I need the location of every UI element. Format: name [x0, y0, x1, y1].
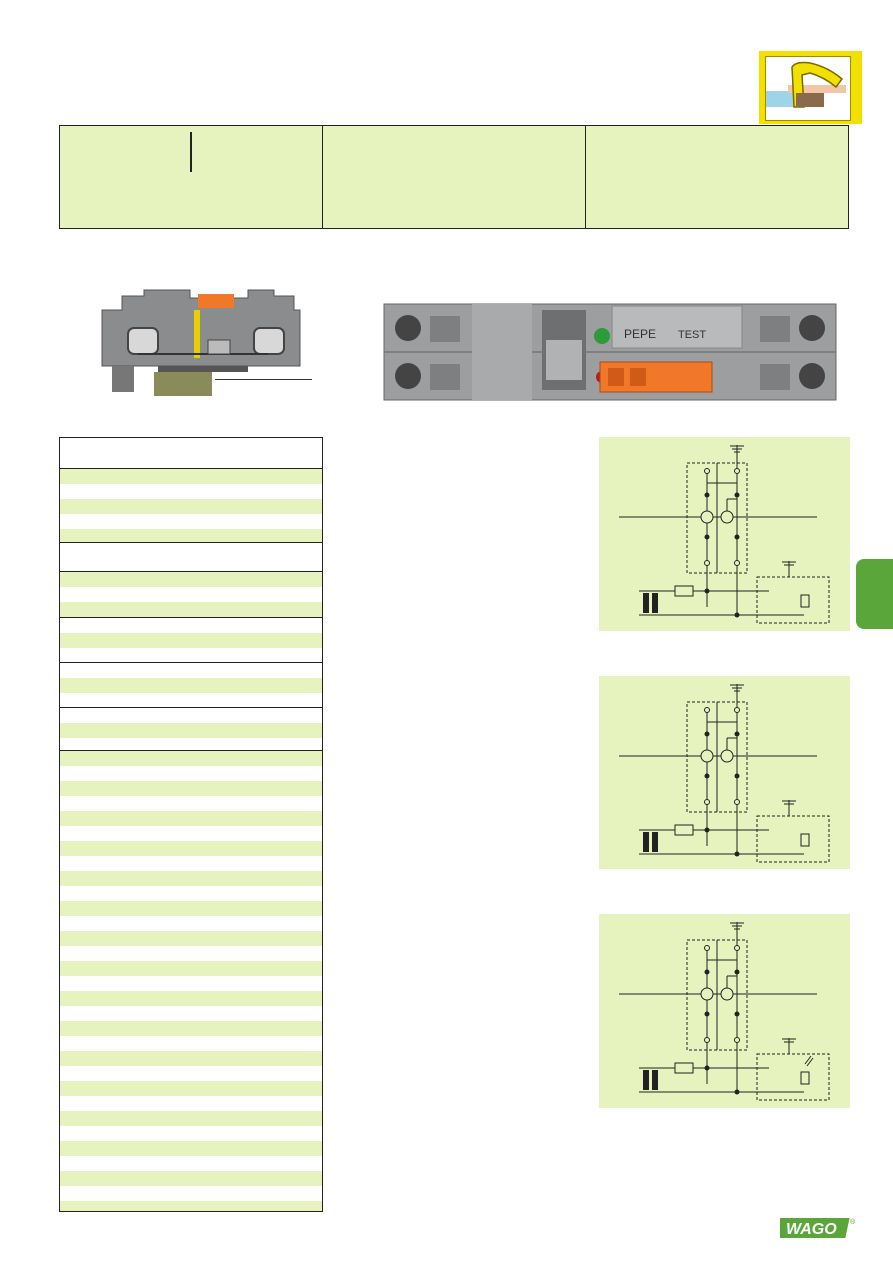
table-row [60, 1171, 322, 1186]
header-cell-3 [586, 126, 848, 228]
table-separator [60, 707, 322, 708]
table-row [60, 1006, 322, 1021]
table-row [60, 841, 322, 856]
table-row [60, 1066, 322, 1081]
table-row [60, 751, 322, 766]
table-row [60, 856, 322, 871]
table-row [60, 1126, 322, 1141]
table-row [60, 1051, 322, 1066]
table-row [60, 678, 322, 693]
table-row [60, 499, 322, 514]
table-row [60, 618, 322, 633]
table-row [60, 796, 322, 811]
wiring-diagram-2 [599, 676, 850, 869]
circuit-schematic-1 [619, 445, 830, 624]
table-row [60, 946, 322, 961]
table-row [60, 976, 322, 991]
table-row [60, 602, 322, 617]
table-separator [60, 571, 322, 572]
table-row [60, 469, 322, 484]
section-tab[interactable] [856, 559, 893, 629]
table-separator [60, 750, 322, 751]
table-row [60, 1156, 322, 1171]
table-row [60, 572, 322, 587]
table-row [60, 961, 322, 976]
table-separator [60, 617, 322, 618]
header-cell-1 [60, 126, 323, 228]
table-row [60, 871, 322, 886]
circuit-schematic-3 [619, 922, 830, 1101]
table-row [60, 633, 322, 648]
table-row [60, 931, 322, 946]
header-panel [59, 125, 849, 229]
wago-logo: WAGO ® [775, 1216, 858, 1240]
table-row [60, 529, 322, 542]
table-row [60, 901, 322, 916]
wiring-diagram-1 [599, 437, 850, 631]
photo-label-pe-2: PE [640, 327, 656, 341]
table-row [60, 708, 322, 723]
table-separator [60, 662, 322, 663]
table-row [60, 991, 322, 1006]
table-row [60, 1096, 322, 1111]
table-row [60, 1111, 322, 1126]
table-row [60, 1186, 322, 1201]
table-row [60, 587, 322, 602]
table-row [60, 723, 322, 738]
table-row [60, 826, 322, 841]
table-row [60, 648, 322, 662]
table-row [60, 886, 322, 901]
technical-data-table [59, 437, 323, 1212]
terminal-top-view-image: PE PE TEST [372, 280, 848, 410]
terminal-side-view-image [98, 288, 308, 400]
table-row [60, 484, 322, 499]
table-row [60, 781, 322, 796]
table-separator [60, 542, 322, 543]
wago-logo-text: WAGO [786, 1221, 837, 1238]
table-row [60, 1036, 322, 1051]
table-row [60, 1141, 322, 1156]
header-cell-2 [323, 126, 586, 228]
callout-line [215, 379, 312, 380]
registered-mark: ® [850, 1218, 856, 1226]
wiring-diagram-3 [599, 914, 850, 1108]
photo-label-pe-1: PE [624, 327, 640, 341]
table-row [60, 738, 322, 750]
table-row [60, 811, 322, 826]
table-row [60, 693, 322, 707]
table-separator [60, 468, 322, 469]
table-row [60, 543, 322, 571]
header-divider-mark [190, 132, 192, 172]
circuit-schematic-2 [619, 684, 830, 863]
table-row [60, 916, 322, 931]
table-row [60, 766, 322, 781]
table-row [60, 1201, 322, 1211]
table-row [60, 663, 322, 678]
table-row [60, 1021, 322, 1036]
cage-clamp-lever-icon [765, 56, 851, 121]
photo-label-test: TEST [678, 329, 706, 341]
table-row [60, 514, 322, 529]
table-row [60, 1081, 322, 1096]
table-row [60, 438, 322, 468]
